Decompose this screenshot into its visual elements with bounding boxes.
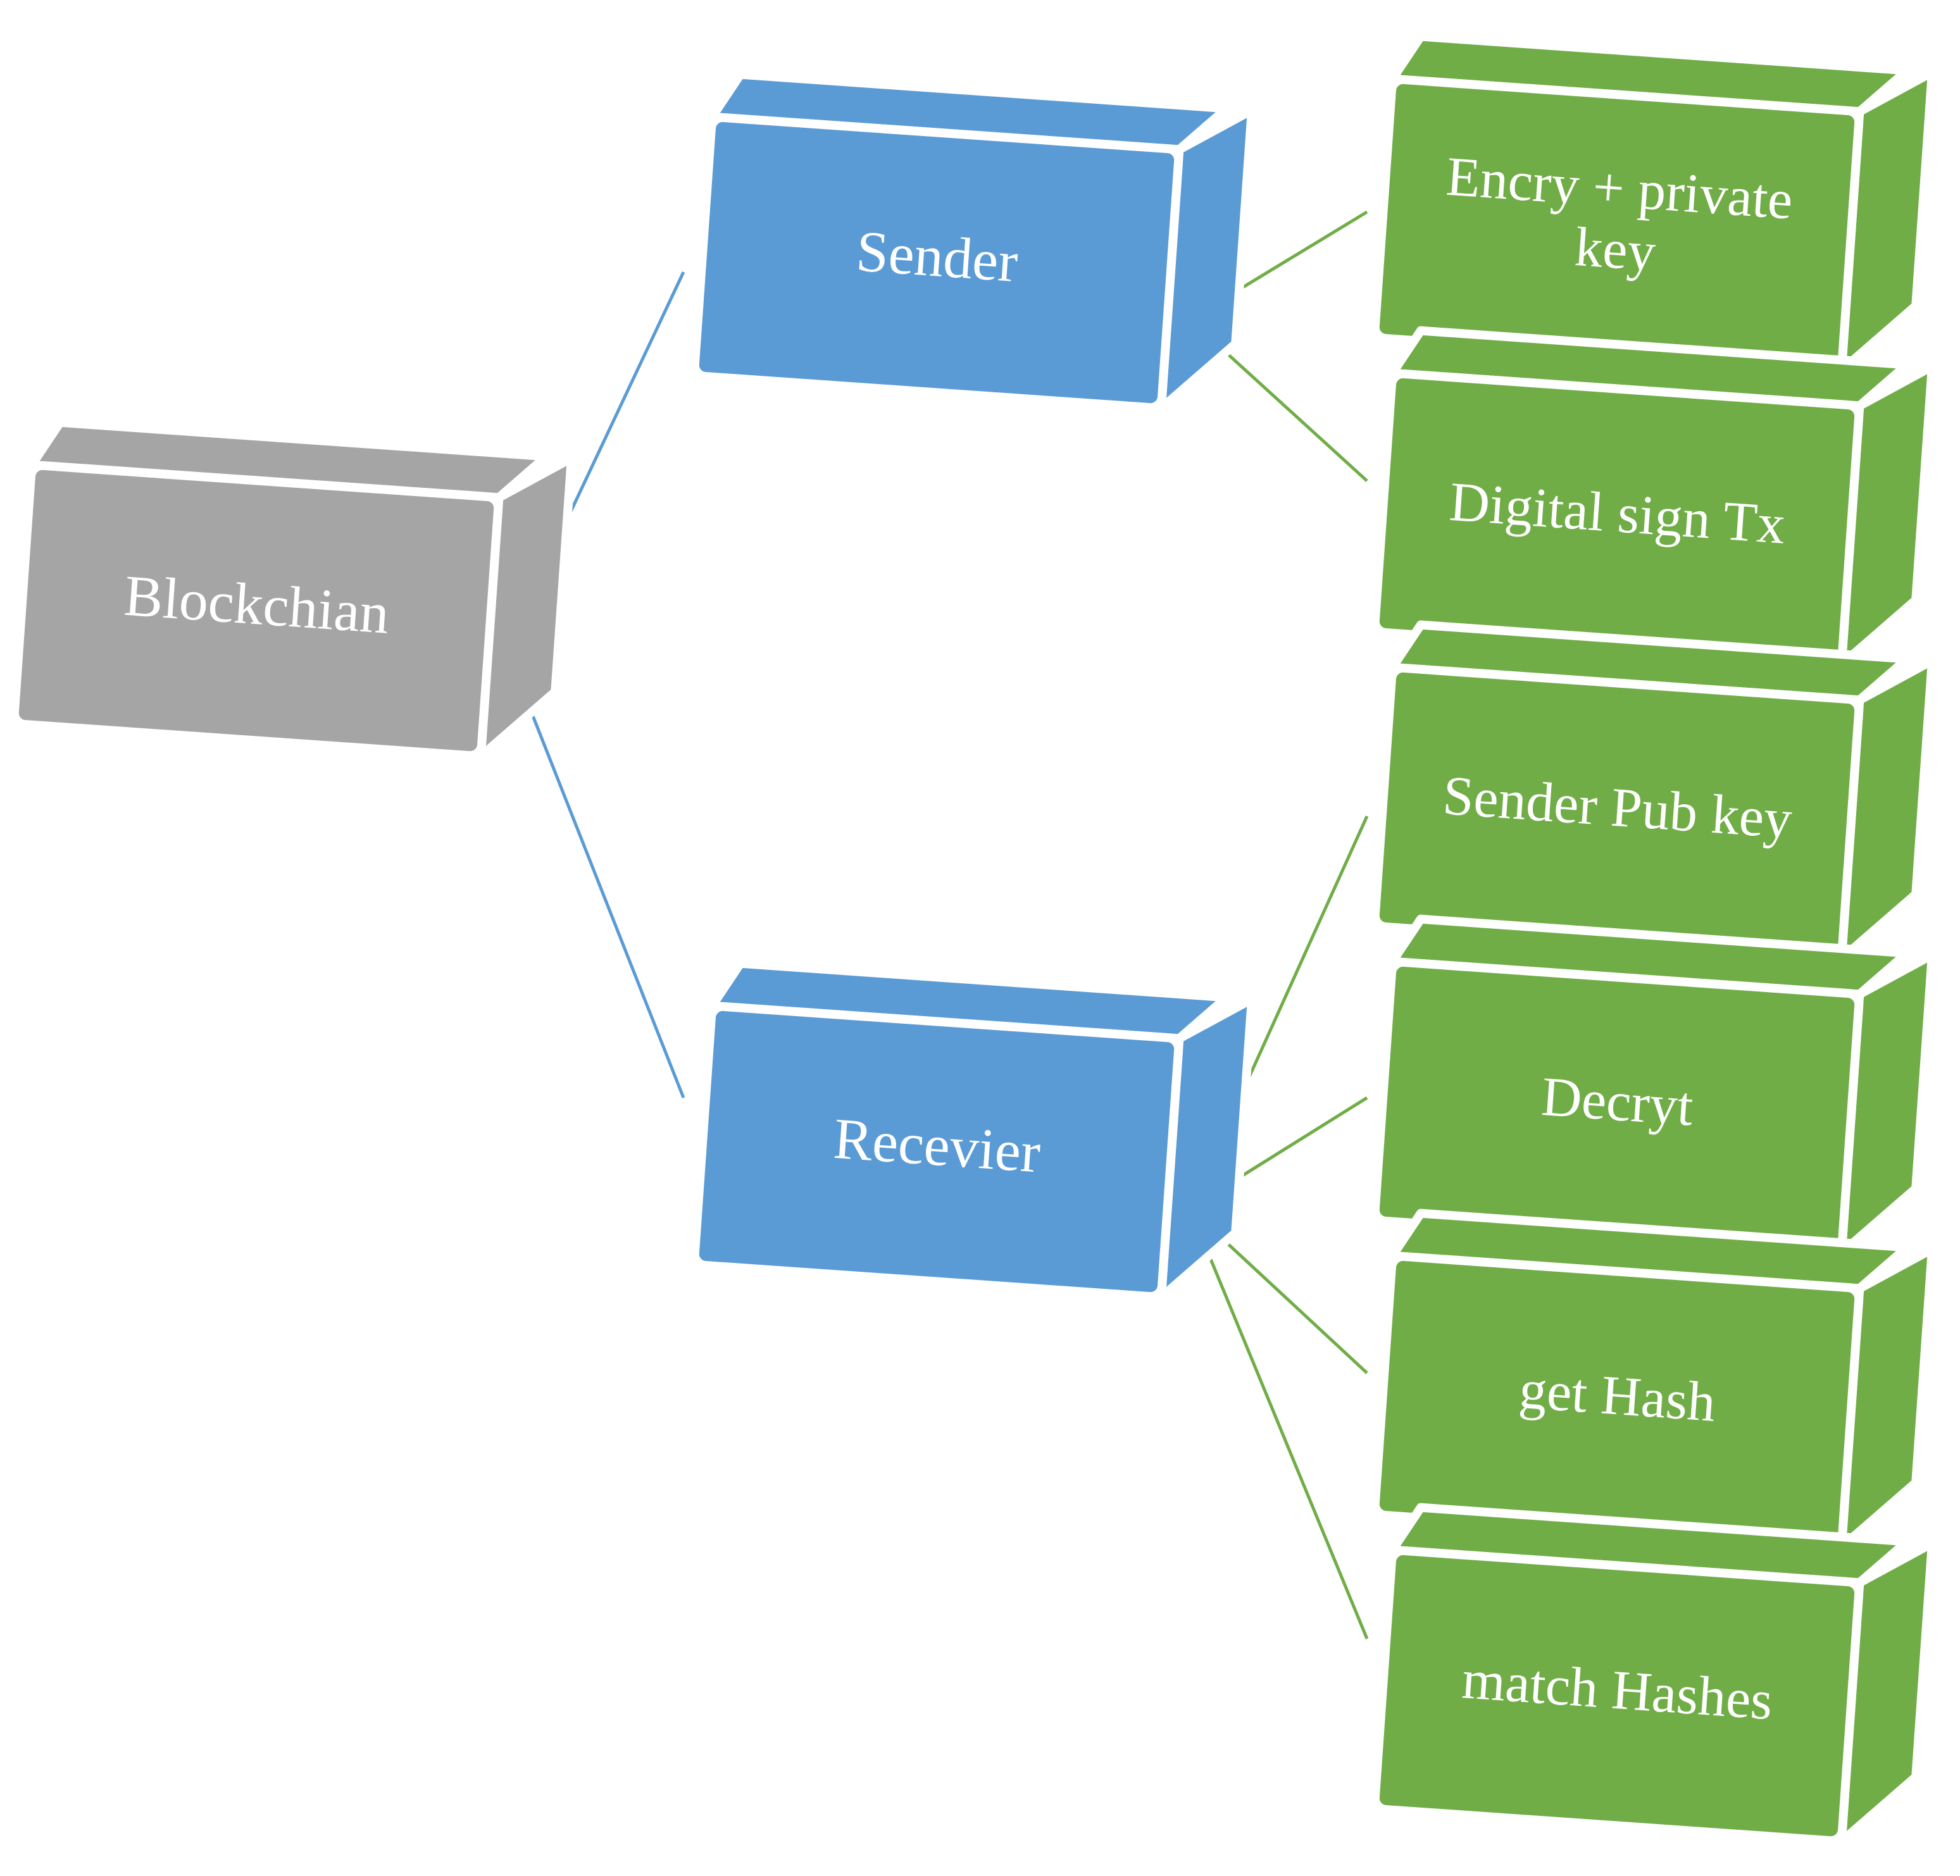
box-get-hash: get Hash (1370, 1208, 1937, 1552)
box-front-face (1370, 1546, 1864, 1846)
box-front-face (9, 461, 503, 761)
box-decrypt: Decryt (1370, 914, 1937, 1258)
box-sender-pub-key: Sender Pub key (1370, 620, 1937, 964)
box-encrypt: Encry + privatekey (1370, 32, 1937, 375)
box-label-receiver: Recevier (832, 1106, 1042, 1185)
box-match-hashes: match Hashes (1370, 1503, 1937, 1846)
box-label-decrypt: Decryt (1540, 1066, 1695, 1138)
connector-blockchain-to-receiver (504, 648, 685, 1098)
box-front-face (690, 1002, 1183, 1301)
box-label-get-hash: get Hash (1517, 1359, 1717, 1434)
box-digital-sign: Digital sign Tx (1370, 326, 1937, 669)
connector-lines (504, 210, 1369, 1639)
connector-receiver-to-match-hashes (1188, 1208, 1369, 1639)
box-front-face (690, 113, 1183, 413)
box-sender: Sender (690, 70, 1257, 413)
box-label-sender: Sender (854, 218, 1020, 294)
box-blockchain: Blockchian (9, 418, 577, 761)
box-receiver: Recevier (690, 959, 1257, 1302)
